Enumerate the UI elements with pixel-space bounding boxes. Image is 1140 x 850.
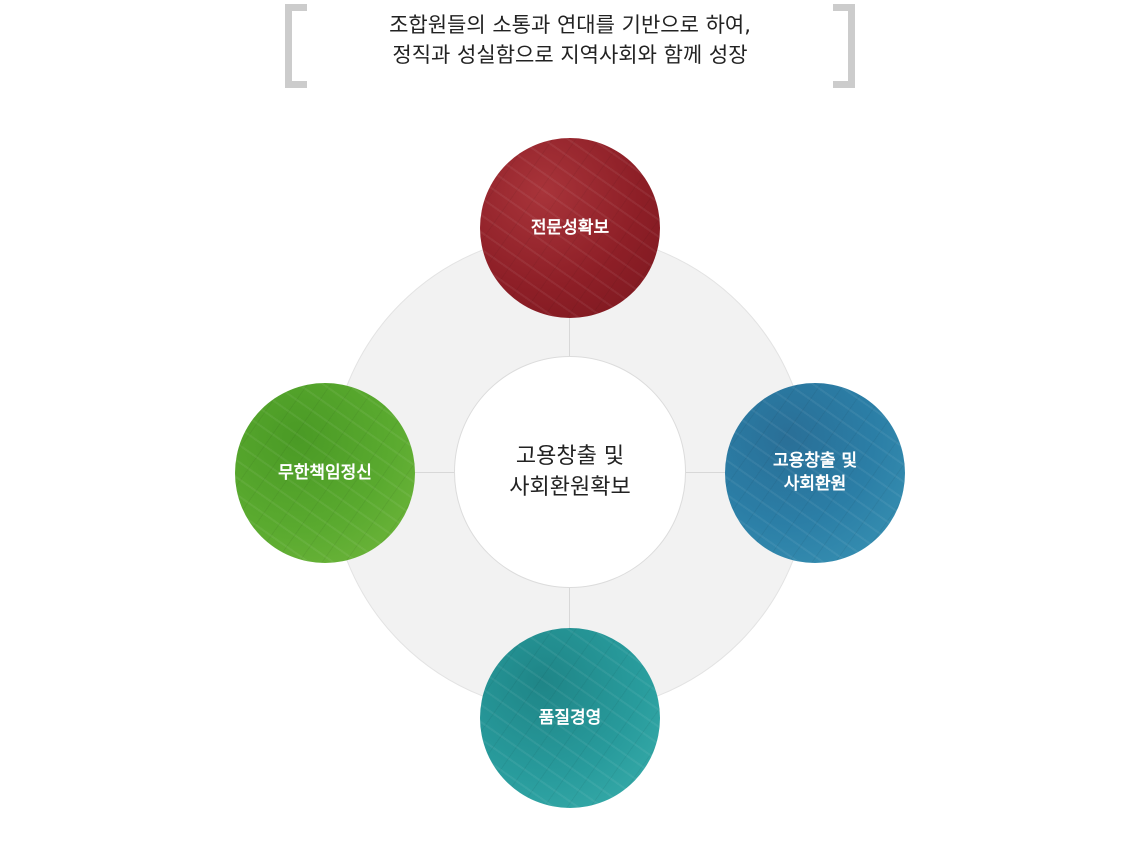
left-bracket [285, 4, 307, 88]
node-responsibility: 무한책임정신 [235, 383, 415, 563]
right-bracket [833, 4, 855, 88]
center-line-1: 고용창출 및 [515, 444, 625, 469]
center-circle: 고용창출 및 사회환원확보 [454, 356, 686, 588]
motto-text: 조합원들의 소통과 연대를 기반으로 하여, 정직과 성실함으로 지역사회와 함… [315, 10, 825, 70]
node-quality-management-label: 품질경영 [538, 707, 602, 728]
node-expertise: 전문성확보 [480, 138, 660, 318]
node-expertise-label: 전문성확보 [530, 217, 610, 238]
node-quality-management: 품질경영 [480, 628, 660, 808]
connector-bottom [569, 588, 570, 628]
node-social-return: 고용창출 및 사회환원 [725, 383, 905, 563]
connector-left [415, 472, 455, 473]
node-social-return-line-2: 사회환원 [783, 474, 847, 494]
node-social-return-line-1: 고용창출 및 [772, 451, 858, 471]
connector-top [569, 318, 570, 358]
connector-right [685, 472, 725, 473]
motto-box: 조합원들의 소통과 연대를 기반으로 하여, 정직과 성실함으로 지역사회와 함… [285, 4, 855, 88]
node-responsibility-label: 무한책임정신 [278, 462, 372, 483]
motto-line-1: 조합원들의 소통과 연대를 기반으로 하여, [389, 13, 751, 37]
center-line-2: 사회환원확보 [509, 475, 631, 500]
motto-line-2: 정직과 성실함으로 지역사회와 함께 성장 [392, 43, 748, 67]
